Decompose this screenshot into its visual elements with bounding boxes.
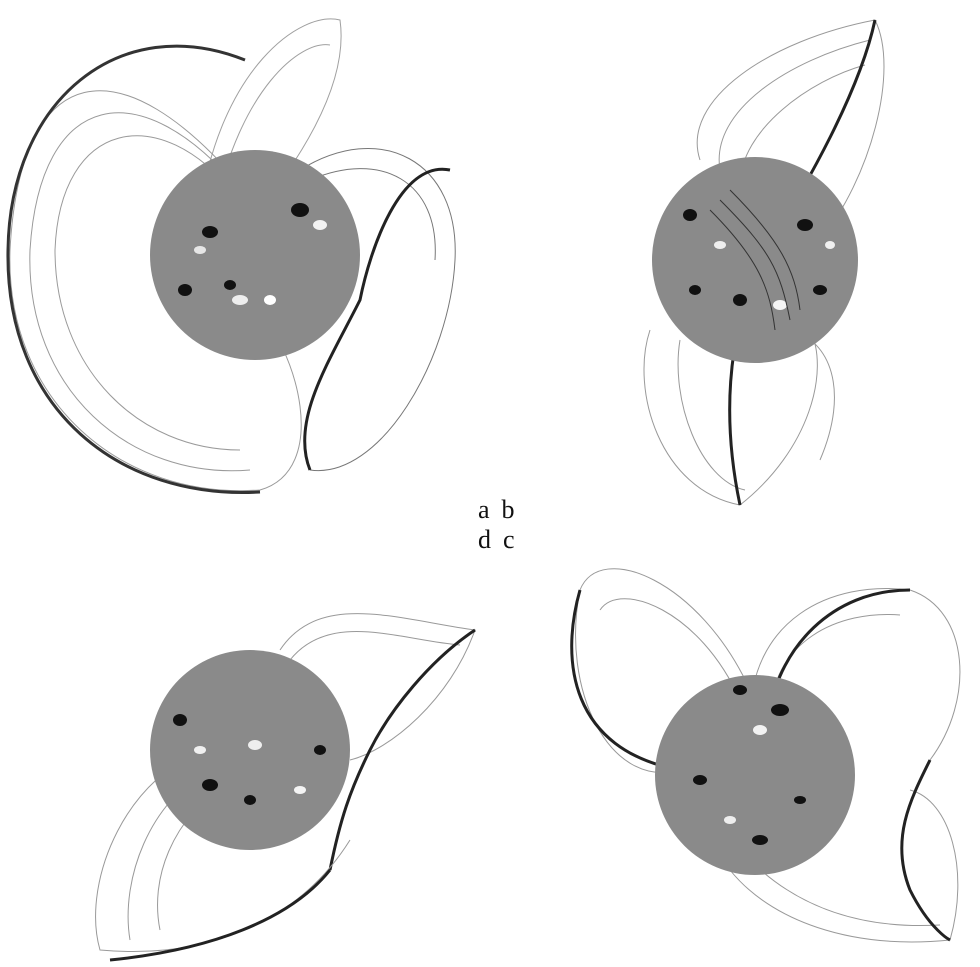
field-lines-render-c bbox=[550, 540, 980, 967]
field-lines-panel-c bbox=[550, 540, 980, 967]
panel-labels: a b d c bbox=[478, 495, 558, 555]
field-lines-panel-b bbox=[620, 10, 980, 510]
field-lines-render-a bbox=[0, 0, 470, 500]
lower-edge-d bbox=[110, 870, 330, 960]
sphere-d bbox=[150, 650, 350, 850]
label-b: b bbox=[502, 495, 515, 525]
label-d: d bbox=[478, 525, 491, 555]
lower-edge-c bbox=[902, 760, 950, 940]
upper-edge-d bbox=[330, 630, 475, 870]
field-lines-panel-d bbox=[90, 550, 490, 965]
label-c: c bbox=[503, 525, 515, 555]
sphere-b bbox=[652, 157, 858, 363]
field-lines-render-d bbox=[90, 550, 490, 965]
field-lines-panel-a bbox=[0, 0, 470, 500]
sphere-a bbox=[150, 150, 360, 360]
label-a: a bbox=[478, 495, 490, 525]
field-lines-render-b bbox=[620, 10, 980, 510]
sphere-c bbox=[655, 675, 855, 875]
